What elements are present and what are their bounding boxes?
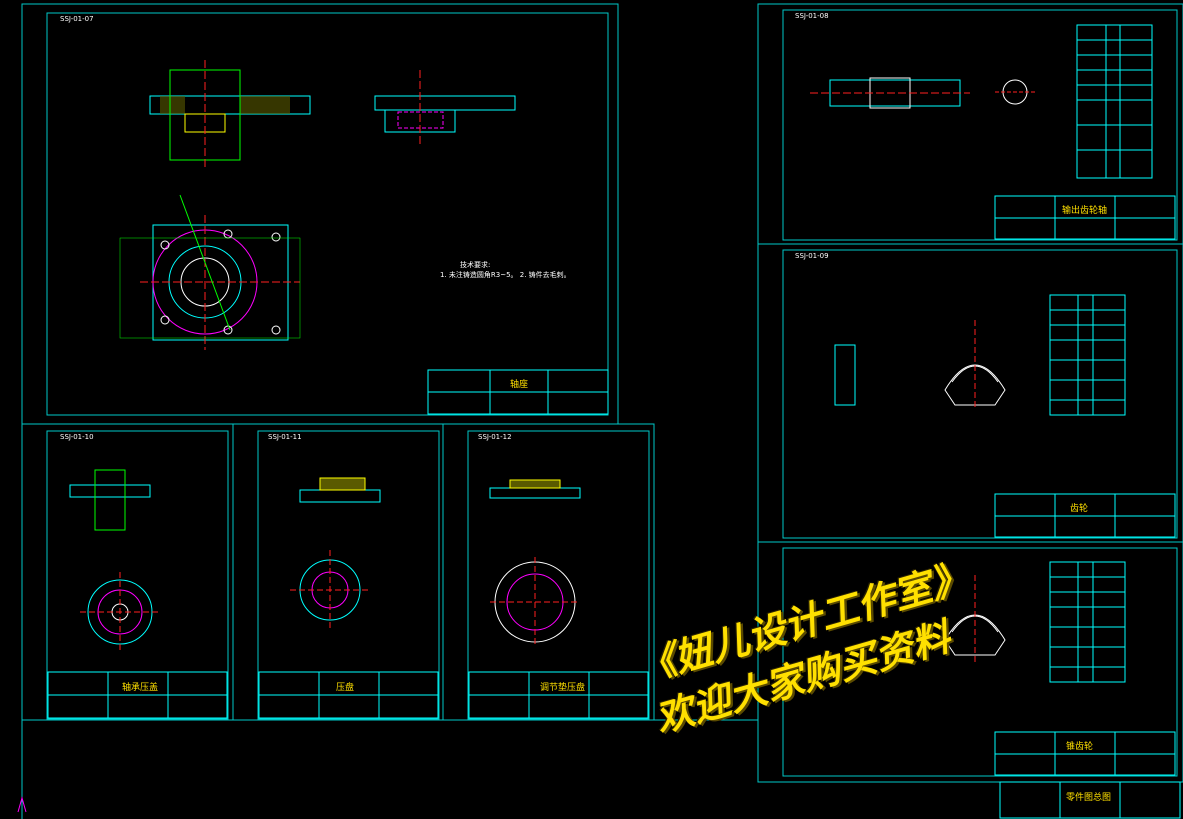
tech-req-text: 1. 未注铸造圆角R3~5。 2. 铸件去毛刺。 xyxy=(440,271,571,279)
small-part-views xyxy=(69,469,581,652)
sheet-frames xyxy=(21,3,1183,819)
main-section-view xyxy=(149,60,516,170)
tech-req-title: 技术要求: xyxy=(460,261,491,269)
main-plan-view xyxy=(119,194,301,350)
ucs-arrow xyxy=(17,796,27,813)
code-shaft: SSJ-01-08 xyxy=(795,12,829,20)
sheet-title-small-3: 调节垫压盘 xyxy=(540,683,586,693)
code-small-1: SSJ-01-10 xyxy=(60,433,94,441)
code-gear-1: SSJ-01-09 xyxy=(795,252,829,260)
sheet-title-small-2: 压盘 xyxy=(336,683,355,693)
parameter-tables xyxy=(1049,24,1153,683)
sheet-title-small-1: 轴承压盖 xyxy=(122,683,159,693)
code-small-3: SSJ-01-12 xyxy=(478,433,512,441)
sheet-title-main: 轴座 xyxy=(510,380,529,390)
code-small-2: SSJ-01-11 xyxy=(268,433,302,441)
sheet-title-shaft: 输出齿轮轴 xyxy=(1062,206,1108,216)
shaft-gear-views xyxy=(810,77,1035,665)
bottom-title: 零件图总图 xyxy=(1066,793,1112,803)
sheet-title-gear-2: 锥齿轮 xyxy=(1066,742,1094,752)
sheet-title-gear-1: 齿轮 xyxy=(1070,504,1089,514)
title-blocks xyxy=(47,195,1181,819)
code-main: SSJ-01-07 xyxy=(60,15,94,23)
